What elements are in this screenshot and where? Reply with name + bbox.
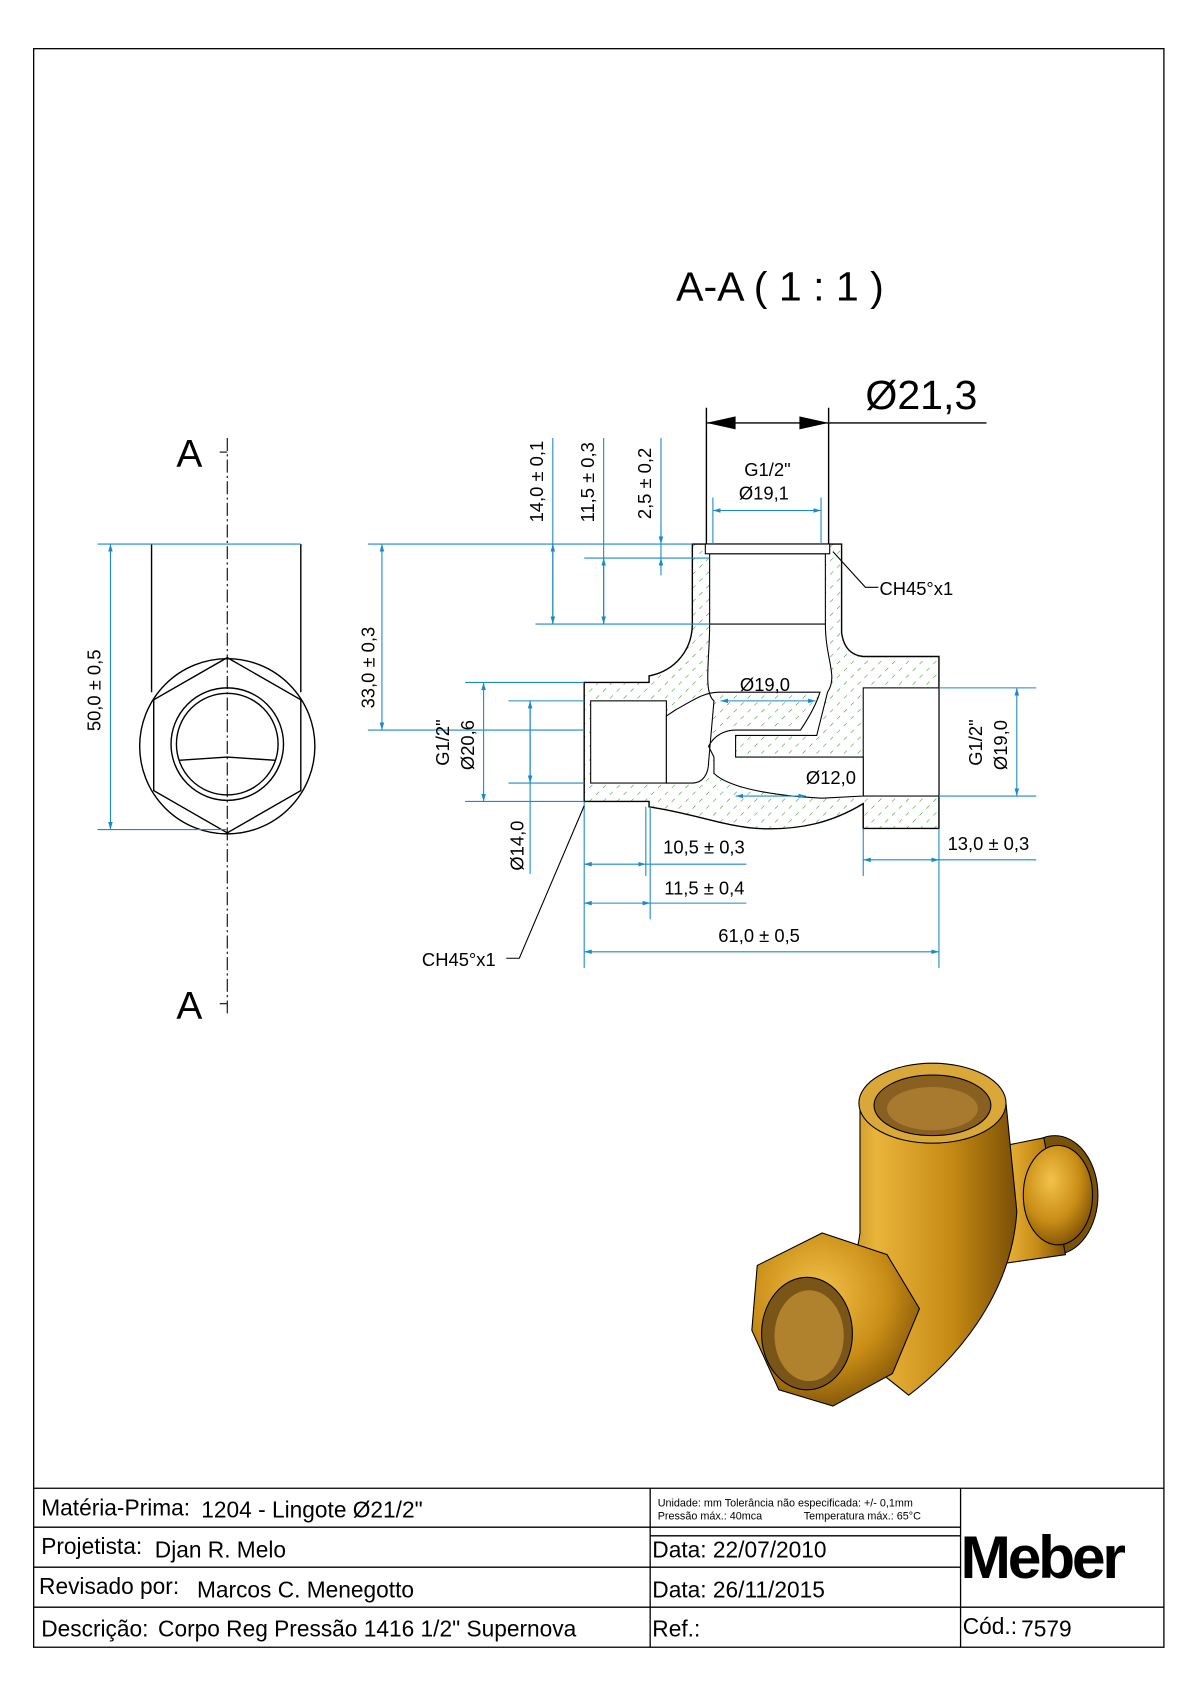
- cod-label: Cód.:: [963, 1613, 1017, 1639]
- dim-top-thread: G1/2": [744, 459, 790, 480]
- projetista-label: Projetista:: [41, 1533, 142, 1559]
- dim-top-dia: Ø19,1: [739, 483, 789, 504]
- notes-line2b: Temperatura máx.: 65°C: [804, 1511, 921, 1523]
- title-block: Matéria-Prima: 1204 - Lingote Ø21/2" Uni…: [33, 1487, 1164, 1648]
- dim-14: 14,0 ± 0,1: [526, 441, 547, 523]
- dim-chamfer-left: CH45°x1: [422, 949, 496, 970]
- dim-left-dia: Ø20,6: [457, 720, 478, 770]
- dim-13: 13,0 ± 0,3: [948, 833, 1030, 854]
- dim-2-5: 2,5 ± 0,2: [634, 448, 655, 519]
- section-label-bottom: A: [176, 985, 202, 1028]
- notes-line2a: Pressão máx.: 40mca: [658, 1511, 762, 1523]
- dim-small-dia: Ø12,0: [806, 767, 856, 788]
- dim-right-thread: G1/2": [965, 719, 986, 765]
- dim-left-thread: G1/2": [432, 719, 453, 765]
- dim-left-inner: Ø14,0: [507, 821, 528, 871]
- revisado-value: Marcos C. Menegotto: [197, 1576, 414, 1602]
- dim-11-5-bottom: 11,5 ± 0,4: [664, 877, 744, 898]
- revisado-label: Revisado por:: [39, 1573, 179, 1599]
- dim-50: 50,0 ± 0,5: [84, 650, 105, 732]
- ref-label: Ref.:: [652, 1615, 700, 1641]
- fitting-3d-render: [751, 1062, 1099, 1407]
- meber-logo: Meber: [961, 1523, 1126, 1591]
- dim-outer-dia: Ø21,3: [865, 372, 977, 418]
- cod-value: 7579: [1021, 1615, 1072, 1641]
- descricao-label: Descrição:: [41, 1615, 148, 1641]
- dim-11-5: 11,5 ± 0,3: [577, 442, 598, 522]
- dim-chamfer-top: CH45°x1: [879, 578, 953, 599]
- projetista-value: Djan R. Melo: [155, 1536, 286, 1562]
- front-view: A A 50,0 ± 0,5: [84, 433, 316, 1028]
- section-title: A-A ( 1 : 1 ): [676, 264, 884, 310]
- date-revised: Data: 26/11/2015: [652, 1576, 825, 1602]
- dim-mid-dia: Ø19,0: [740, 674, 790, 695]
- section-view: A-A ( 1 : 1 ) Ø21,3 G1/2" Ø19,1 CH45°x1 …: [357, 264, 1037, 970]
- materia-label: Matéria-Prima:: [41, 1494, 190, 1520]
- descricao-value: Corpo Reg Pressão 1416 1/2" Supernova: [158, 1615, 577, 1641]
- section-label-top: A: [176, 433, 202, 476]
- sheet-border: [33, 48, 1165, 1648]
- dim-61: 61,0 ± 0,5: [718, 925, 800, 946]
- dim-right-dia: Ø19,0: [990, 720, 1011, 770]
- dim-33: 33,0 ± 0,3: [357, 627, 378, 709]
- notes-line1: Unidade: mm Tolerância não especificada:…: [658, 1498, 913, 1510]
- materia-value: 1204 - Lingote Ø21/2": [201, 1496, 422, 1522]
- dim-10-5: 10,5 ± 0,3: [663, 836, 745, 857]
- date-created: Data: 22/07/2010: [652, 1536, 826, 1562]
